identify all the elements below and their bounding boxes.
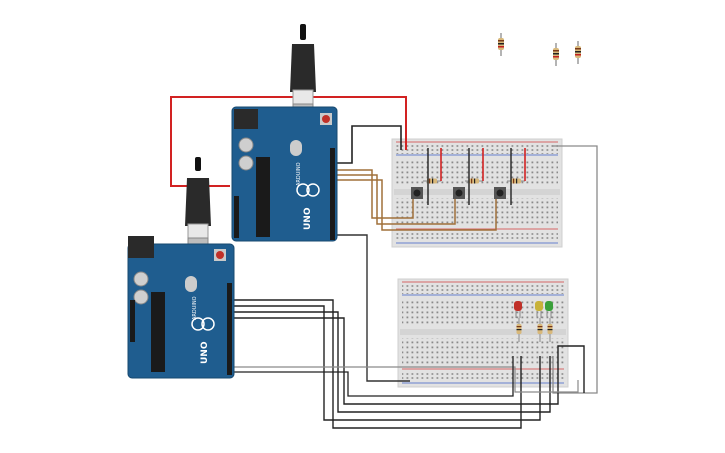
board-top-brand: ARDUINO [296, 162, 302, 186]
board-bottom-model: UNO [200, 341, 210, 364]
wire-black-led-2[interactable] [232, 305, 541, 421]
wire-black-led-3[interactable] [232, 311, 551, 413]
wire-brown-2[interactable] [336, 174, 456, 225]
arduino-uno-top[interactable]: UNO ARDUINO [231, 24, 338, 242]
led-resistor-2[interactable] [537, 318, 543, 342]
arduino-uno-bottom[interactable]: UNO ARDUINO [127, 157, 235, 379]
wire-brown-1[interactable] [336, 169, 414, 219]
wire-gray-bottom[interactable] [232, 366, 579, 393]
wire-gray-long[interactable] [552, 145, 598, 394]
breadboard-resistor-1[interactable] [423, 178, 441, 184]
led-resistor-1[interactable] [516, 318, 522, 342]
breadboard-bottom[interactable] [397, 278, 569, 388]
board-bottom-brand: ARDUINO [192, 296, 198, 320]
wire-black-ground-mid[interactable] [336, 234, 410, 382]
breadboard-resistor-3[interactable] [507, 178, 525, 184]
loose-resistor-3[interactable] [575, 41, 581, 64]
led-green[interactable] [545, 301, 553, 318]
led-red[interactable] [514, 301, 522, 318]
loose-resistor-1[interactable] [498, 33, 504, 56]
board-top-model: UNO [303, 207, 313, 230]
led-resistor-3[interactable] [547, 318, 553, 342]
loose-resistor-2[interactable] [553, 43, 559, 66]
pushbutton-3[interactable] [494, 187, 506, 199]
wire-black-ground-top[interactable] [336, 125, 402, 164]
led-yellow[interactable] [535, 301, 543, 318]
wire-black-led-4[interactable] [232, 317, 585, 405]
wire-brown-3[interactable] [336, 179, 497, 231]
pushbutton-1[interactable] [411, 187, 423, 199]
pushbutton-2[interactable] [453, 187, 465, 199]
breadboard-resistor-2[interactable] [465, 178, 483, 184]
wire-black-bottom-2[interactable] [232, 356, 514, 397]
